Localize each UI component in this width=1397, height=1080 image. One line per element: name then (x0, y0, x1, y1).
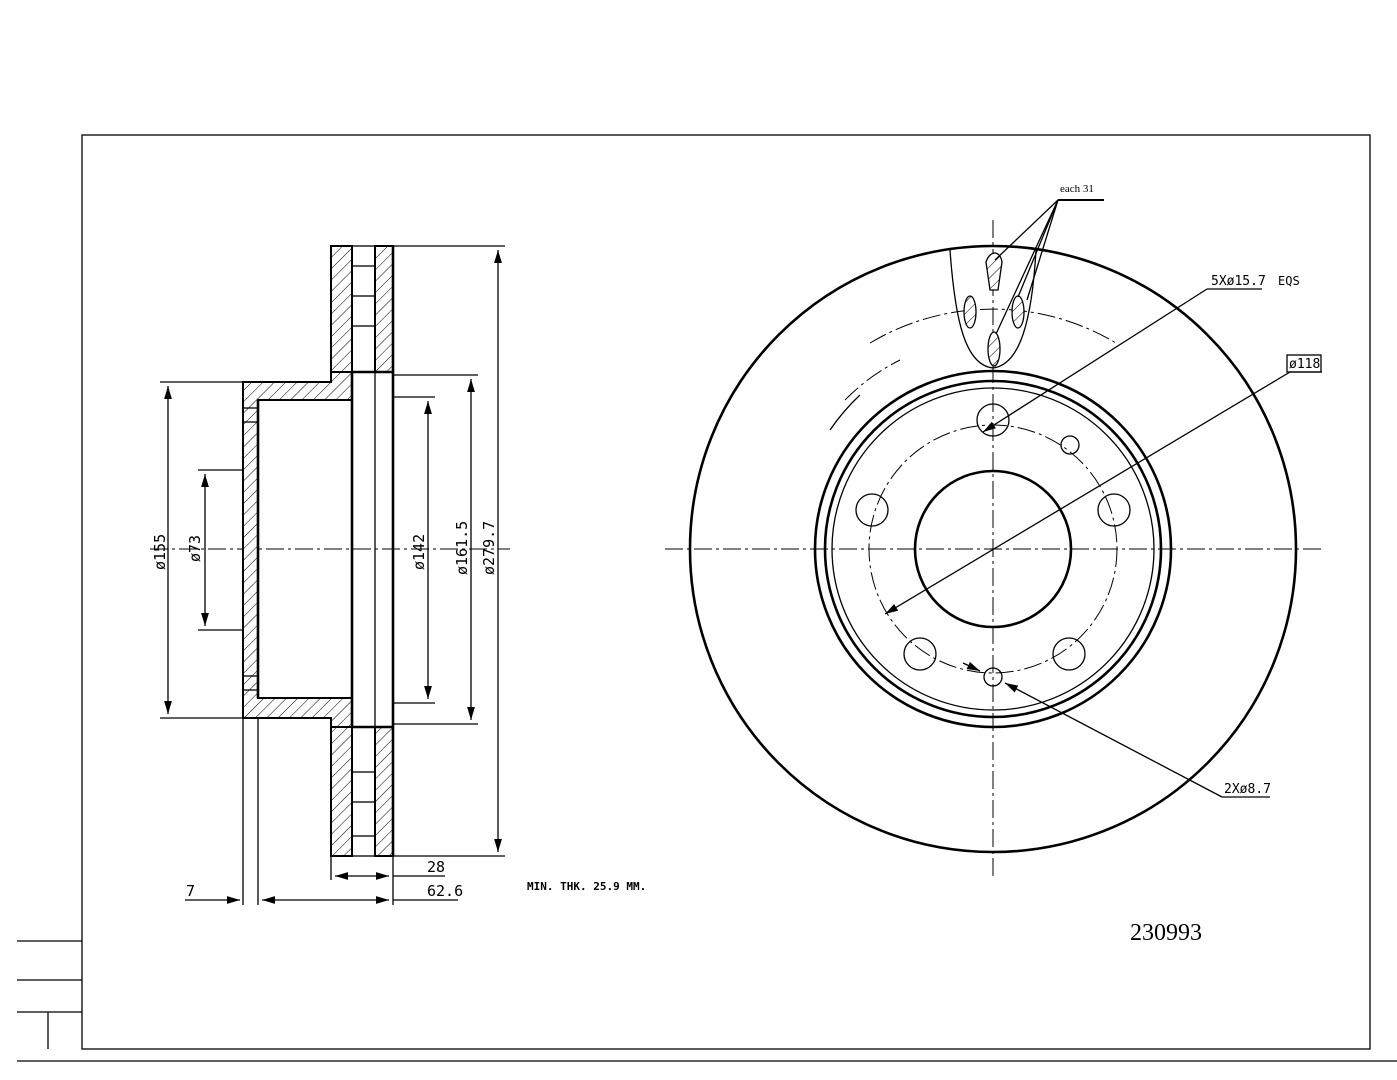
dim-d161-5: ø161.5 (453, 521, 471, 575)
drawing-frame (17, 134, 1397, 1062)
dim-flange: 7 (186, 882, 195, 900)
dim-d155: ø155 (151, 534, 169, 570)
small-holes-callout: 2Xø8.7 (1224, 782, 1271, 797)
dim-d73: ø73 (186, 535, 204, 562)
bolt-circle-callout: ø118 (1289, 357, 1320, 372)
vent-callout: each 31 (1060, 183, 1094, 195)
dim-d142: ø142 (410, 534, 428, 570)
min-thickness-note: MIN. THK. 25.9 MM. (527, 880, 646, 893)
part-number: 230993 (1130, 920, 1202, 946)
eqs-label: EQS (1278, 274, 1300, 288)
dim-d279-7: ø279.7 (480, 521, 498, 575)
dim-height: 62.6 (427, 882, 463, 900)
bolt-holes-callout: 5Xø15.7 (1211, 274, 1266, 289)
dim-thickness: 28 (427, 858, 445, 876)
section-view: ø155 ø73 ø142 ø161.5 ø279.7 28 62.6 7 (150, 245, 510, 905)
front-view: each 31 5Xø15.7 EQS ø118 2Xø8.7 (665, 183, 1325, 880)
